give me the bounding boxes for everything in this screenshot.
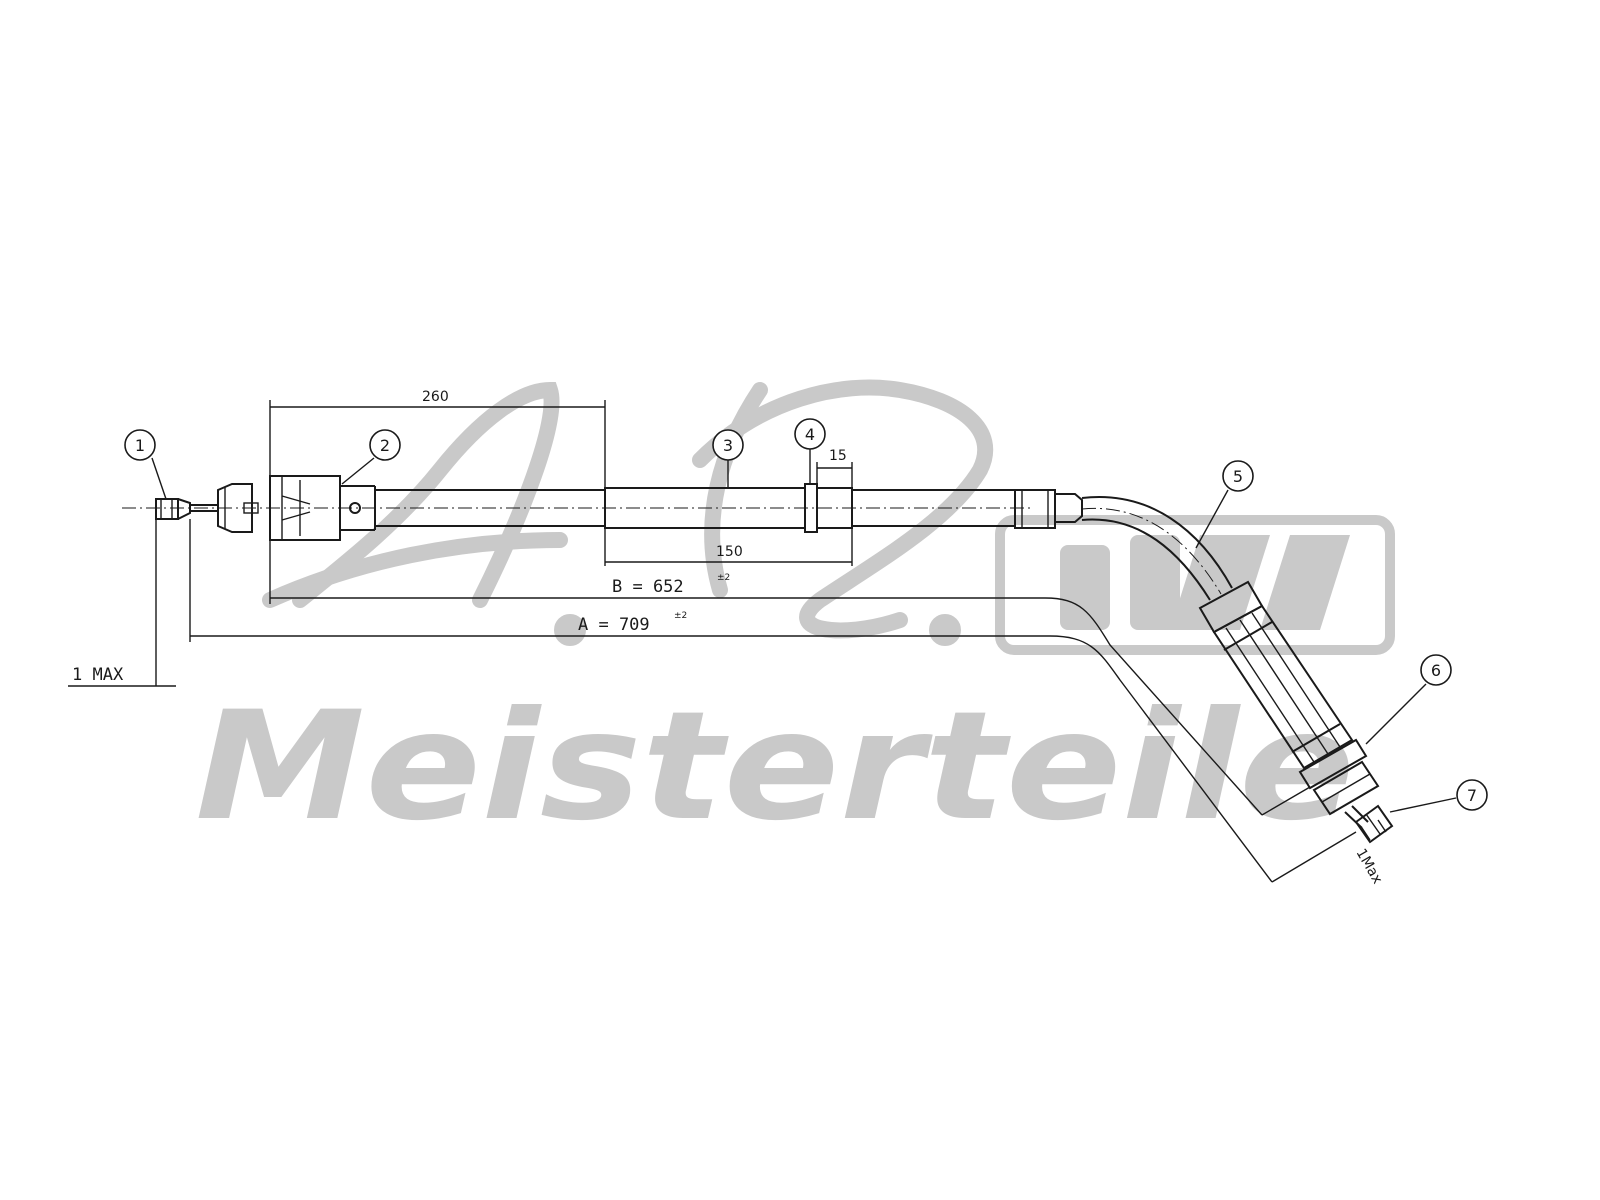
- sheath-ferrule: [1014, 489, 1083, 529]
- dimension-a-label: A = 709: [578, 615, 650, 635]
- dimension-150-label: 150: [716, 544, 743, 560]
- callout-1: 1: [124, 429, 167, 500]
- grommet-housing: [1198, 580, 1354, 770]
- watermark: Meisterteile: [195, 379, 1395, 854]
- dimension-260: 260: [269, 389, 606, 488]
- callout-3-number: 3: [723, 436, 733, 455]
- callout-6-number: 6: [1431, 661, 1441, 680]
- callout-7: 7: [1389, 779, 1488, 813]
- callout-2: 2: [341, 429, 401, 485]
- dimension-b-tolerance: ±2: [717, 573, 730, 583]
- part-7-end-nipple: [1344, 804, 1394, 844]
- callout-6: 6: [1365, 654, 1452, 745]
- watermark-badge: [995, 515, 1395, 655]
- cable-sheath-left: [375, 489, 605, 527]
- part-6-seal-ring: [1298, 738, 1380, 816]
- dimension-a: A = 709 ±2: [189, 519, 1357, 883]
- dimension-right-max-label: 1Max: [1353, 846, 1386, 887]
- part-1-end-nipple: [155, 498, 218, 520]
- callout-7-number: 7: [1467, 786, 1477, 805]
- dimension-150: 150: [604, 528, 853, 566]
- dimension-15-label: 15: [829, 448, 847, 464]
- callout-5: 5: [1195, 460, 1254, 549]
- callout-1-number: 1: [135, 436, 145, 455]
- dimension-b: B = 652 ±2: [269, 540, 1311, 816]
- watermark-monogram: [262, 379, 994, 646]
- callout-5-number: 5: [1233, 467, 1243, 486]
- dimension-b-label: B = 652: [612, 577, 684, 597]
- dimension-left-max-label: 1 MAX: [72, 665, 124, 685]
- dimension-a-tolerance: ±2: [674, 611, 687, 621]
- dimension-260-label: 260: [422, 389, 449, 405]
- cable-sheath-middle: [852, 489, 1015, 527]
- dimension-left-max: 1 MAX: [68, 519, 176, 687]
- dimension-15: 15: [816, 448, 853, 488]
- part-4-clip: [804, 483, 853, 533]
- callout-4: 4: [794, 418, 826, 484]
- callout-3: 3: [712, 429, 744, 488]
- callout-2-number: 2: [380, 436, 390, 455]
- part-5-bent-sheath: [1081, 496, 1233, 601]
- watermark-brand: Meisterteile: [195, 680, 1355, 854]
- dimension-right-max: 1Max: [1353, 819, 1387, 887]
- part-2-retainer: [217, 475, 376, 541]
- callout-4-number: 4: [805, 425, 815, 444]
